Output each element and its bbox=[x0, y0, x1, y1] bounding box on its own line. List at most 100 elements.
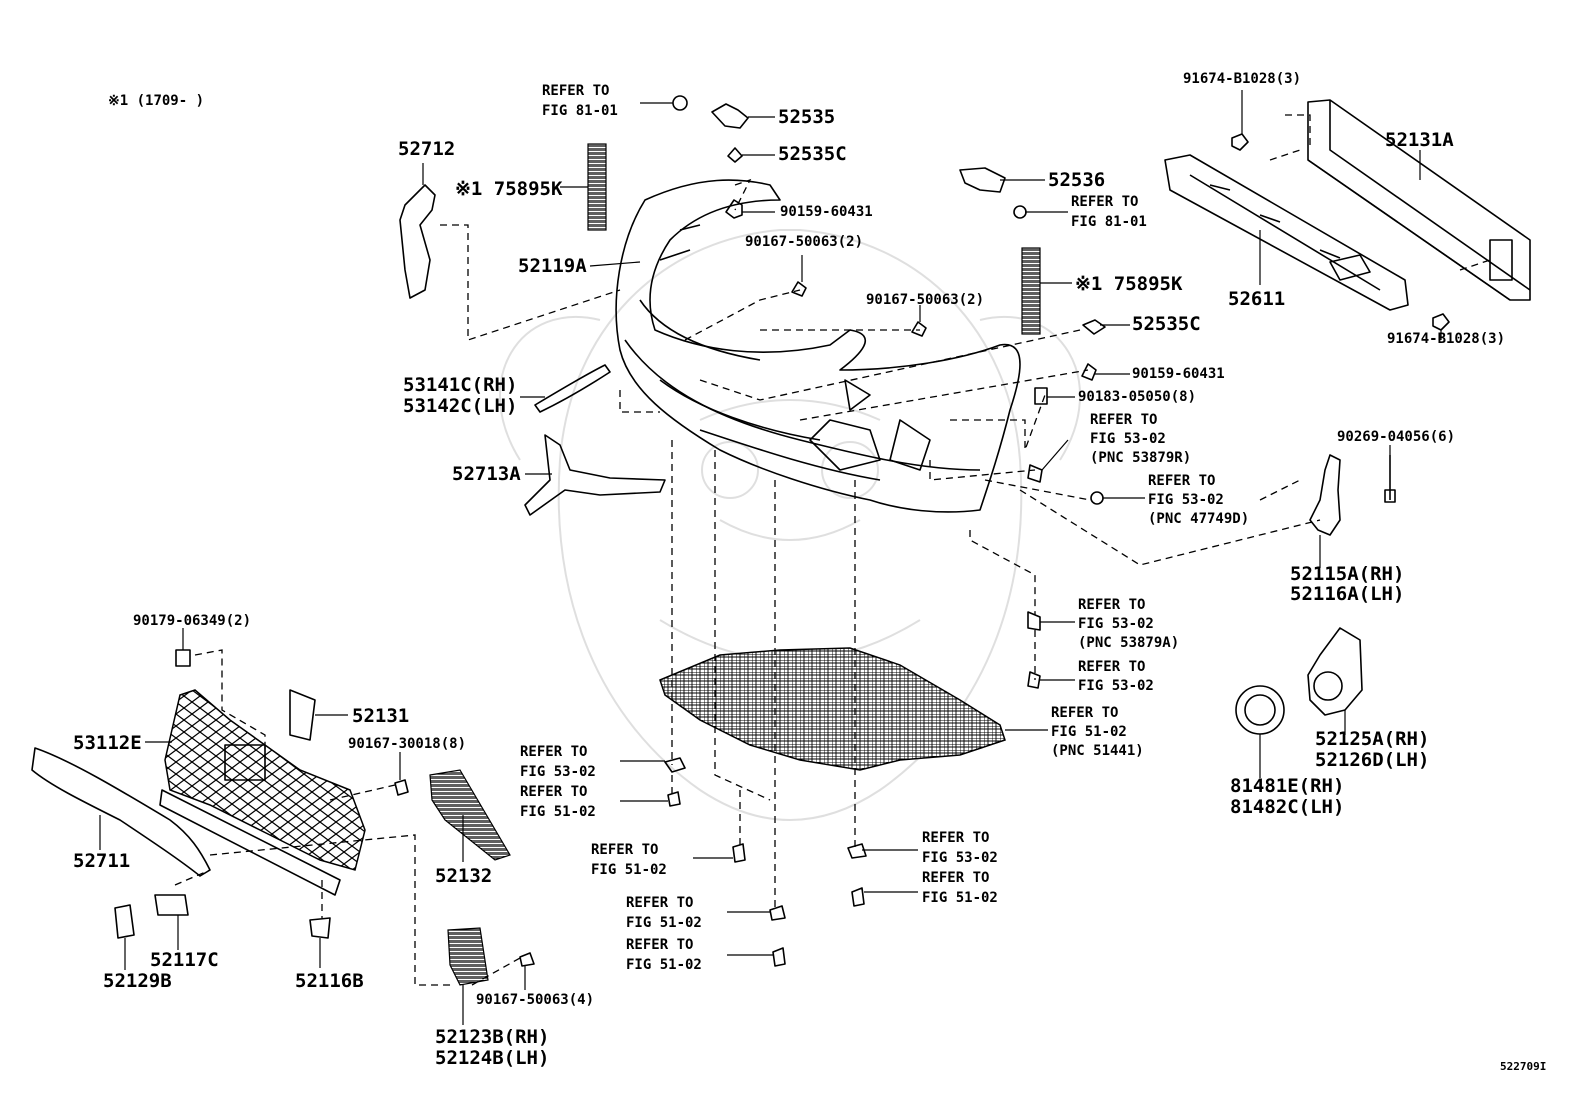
molding-53141c bbox=[534, 364, 611, 413]
label-ref53-d-1: REFER TO bbox=[1078, 659, 1145, 675]
label-90159-b: 90159-60431 bbox=[1132, 366, 1225, 382]
label-ref81-a-1: REFER TO bbox=[542, 83, 609, 99]
trim-52713a bbox=[524, 434, 666, 516]
leader-lines bbox=[99, 90, 1442, 1025]
label-ref51-b-1: REFER TO bbox=[520, 784, 587, 800]
label-52129b: 52129B bbox=[103, 970, 172, 992]
screw-51-02-b bbox=[732, 843, 746, 863]
label-90179: 90179-06349(2) bbox=[133, 613, 251, 629]
reinforcement-52131a bbox=[1307, 99, 1531, 301]
label-52535c-a: 52535C bbox=[778, 143, 847, 165]
clip-53-02-b bbox=[664, 757, 686, 773]
label-52125a: 52125A(RH) bbox=[1315, 728, 1429, 750]
label-ref51-b-2: FIG 51-02 bbox=[520, 804, 596, 820]
label-52124b: 52124B(LH) bbox=[435, 1047, 549, 1069]
screw-90159 bbox=[725, 199, 743, 219]
label-52116a: 52116A(LH) bbox=[1290, 583, 1404, 605]
label-52711: 52711 bbox=[73, 850, 130, 872]
spoiler-52711 bbox=[31, 747, 211, 877]
label-52115a: 52115A(RH) bbox=[1290, 563, 1404, 585]
callout-labels: 52712 ※1 75895K 52119A 53141C(RH) 53142C… bbox=[73, 71, 1546, 1073]
absorber-52611 bbox=[1164, 154, 1409, 311]
label-ref53-a-3: (PNC 53879R) bbox=[1090, 450, 1191, 466]
label-ref51-c-1: REFER TO bbox=[591, 842, 658, 858]
label-ref51-d-2: FIG 51-02 bbox=[626, 915, 702, 931]
bracket-52535 bbox=[711, 103, 749, 129]
label-52119a: 52119A bbox=[518, 255, 587, 277]
bolt-91674-a bbox=[1231, 133, 1249, 151]
label-ref51-a-3: (PNC 51441) bbox=[1051, 743, 1144, 759]
screw-90167-a bbox=[791, 281, 807, 297]
screw-90159-b bbox=[1081, 363, 1097, 381]
note-label: ※1 (1709- ) bbox=[108, 93, 204, 109]
label-ref53-b-3: (PNC 47749D) bbox=[1148, 511, 1249, 527]
label-ref53-f-2: FIG 53-02 bbox=[922, 850, 998, 866]
label-52712: 52712 bbox=[398, 138, 455, 160]
screw-51-02-a bbox=[667, 791, 681, 807]
grille-52132 bbox=[429, 769, 511, 861]
label-52123b: 52123B(RH) bbox=[435, 1026, 549, 1048]
label-52117c: 52117C bbox=[150, 949, 219, 971]
label-52131: 52131 bbox=[352, 705, 409, 727]
label-90159-a: 90159-60431 bbox=[780, 204, 873, 220]
label-90183: 90183-05050(8) bbox=[1078, 389, 1196, 405]
bracket-52115a bbox=[1309, 454, 1341, 536]
bracket-52712 bbox=[399, 184, 436, 299]
label-ref51-f-1: REFER TO bbox=[922, 870, 989, 886]
label-ref81-b-1: REFER TO bbox=[1071, 194, 1138, 210]
label-52132: 52132 bbox=[435, 865, 492, 887]
screw-51-02-d bbox=[772, 947, 786, 967]
label-ref53-d-2: FIG 53-02 bbox=[1078, 678, 1154, 694]
screw-90167-30018 bbox=[394, 779, 409, 796]
label-90167-c: 90167-30018(8) bbox=[348, 736, 466, 752]
figure-id: 522709I bbox=[1500, 1060, 1546, 1073]
label-52535: 52535 bbox=[778, 106, 835, 128]
label-ref51-c-2: FIG 51-02 bbox=[591, 862, 667, 878]
bracket-52536 bbox=[959, 167, 1006, 193]
label-52713a: 52713A bbox=[452, 463, 521, 485]
label-90167-b: 90167-50063(2) bbox=[866, 292, 984, 308]
fog-lamp-bezel-52125a bbox=[1307, 627, 1363, 716]
label-ref51-a-2: FIG 51-02 bbox=[1051, 724, 1127, 740]
clip-icon-b bbox=[1013, 205, 1027, 219]
nut-52535c bbox=[727, 147, 743, 163]
clip-53-02-c bbox=[847, 843, 867, 859]
label-90269: 90269-04056(6) bbox=[1337, 429, 1455, 445]
bracket-52123b bbox=[447, 927, 489, 986]
label-53112e: 53112E bbox=[73, 732, 142, 754]
label-53142c: 53142C(LH) bbox=[403, 395, 517, 417]
label-ref53-c-1: REFER TO bbox=[1078, 597, 1145, 613]
label-ref51-e-1: REFER TO bbox=[626, 937, 693, 953]
label-52116b: 52116B bbox=[295, 970, 364, 992]
grille-emblem-mount bbox=[224, 744, 266, 781]
label-52536: 52536 bbox=[1048, 169, 1105, 191]
label-ref53-a-1: REFER TO bbox=[1090, 412, 1157, 428]
label-90167-d: 90167-50063(4) bbox=[476, 992, 594, 1008]
clip-icon bbox=[672, 95, 688, 111]
label-ref51-f-2: FIG 51-02 bbox=[922, 890, 998, 906]
label-91674-b: 91674-B1028(3) bbox=[1387, 331, 1505, 347]
label-ref51-d-1: REFER TO bbox=[626, 895, 693, 911]
clip-90179 bbox=[175, 649, 191, 667]
bracket-52129b bbox=[114, 904, 135, 939]
fog-lamp-81481e bbox=[1235, 685, 1285, 735]
grille-lower-strip bbox=[159, 789, 341, 896]
label-81482c: 81482C(LH) bbox=[1230, 796, 1344, 818]
emblem-75895k-left bbox=[587, 143, 607, 231]
screw-90167-b bbox=[911, 321, 927, 337]
assembly-dashed-lines bbox=[174, 114, 1491, 986]
label-ref53-b-2: FIG 53-02 bbox=[1148, 492, 1224, 508]
bracket-52116b bbox=[309, 917, 331, 939]
emblem-75895k-right bbox=[1021, 247, 1041, 335]
label-ref51-e-2: FIG 51-02 bbox=[626, 957, 702, 973]
label-ref53-e-2: FIG 53-02 bbox=[520, 764, 596, 780]
bracket-52131 bbox=[289, 689, 316, 741]
label-81481e: 81481E(RH) bbox=[1230, 775, 1344, 797]
retainer-53879a bbox=[1027, 611, 1041, 631]
label-ref53-a-2: FIG 53-02 bbox=[1090, 431, 1166, 447]
label-ref53-c-2: FIG 53-02 bbox=[1078, 616, 1154, 632]
screw-90167-d bbox=[519, 952, 535, 967]
label-52126d: 52126D(LH) bbox=[1315, 749, 1429, 771]
